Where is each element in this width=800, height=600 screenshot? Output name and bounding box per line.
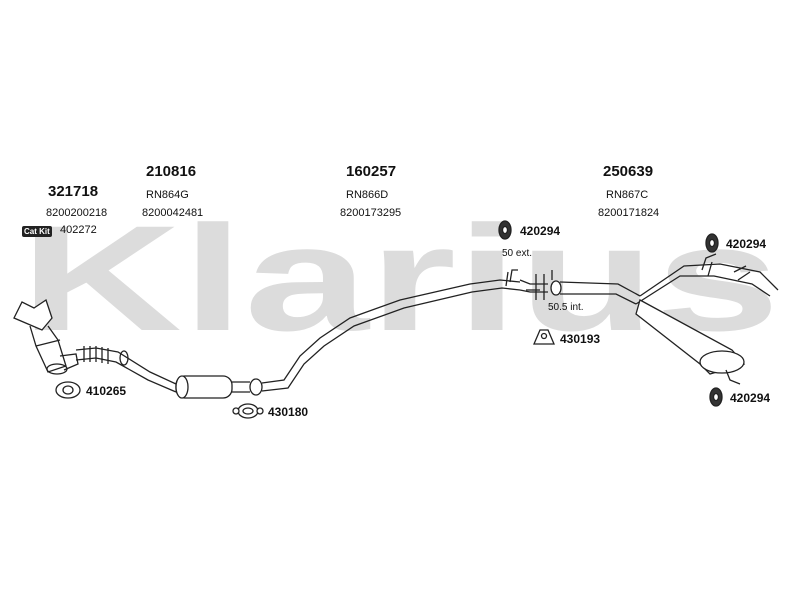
rubber-mount-icon: [709, 387, 723, 407]
part-number-250639[interactable]: 250639: [603, 163, 654, 180]
accessory-420294[interactable]: 420294: [730, 391, 771, 405]
part-number-160257[interactable]: 160257: [346, 163, 397, 180]
cat-kit-number[interactable]: 402272: [60, 224, 97, 236]
accessory-430180[interactable]: 430180: [268, 405, 309, 419]
accessory-420294[interactable]: 420294: [726, 237, 767, 251]
accessory-410265[interactable]: 410265: [86, 384, 127, 398]
int-dimension-label: 50.5 int.: [548, 302, 584, 313]
oe-reference: 8200200218: [46, 207, 108, 219]
oe-reference: 8200042481: [142, 207, 204, 219]
oe-reference: 8200171824: [598, 207, 660, 219]
centre-pipe-drawing: [261, 269, 548, 392]
joint-dimension-drawing: [526, 270, 553, 300]
model-code: RN867C: [606, 189, 649, 201]
gasket-icon: [55, 381, 81, 399]
centre-silencer-drawing: [175, 375, 263, 399]
rubber-mount-icon: [705, 233, 719, 253]
accessory-430193[interactable]: 430193: [560, 332, 601, 346]
part-number-321718[interactable]: 321718: [48, 183, 99, 200]
accessory-420294[interactable]: 420294: [520, 224, 561, 238]
clamp-icon: [232, 403, 264, 419]
ext-dimension-label: 50 ext.: [502, 248, 533, 259]
part-number-210816[interactable]: 210816: [146, 163, 197, 180]
model-code: RN866D: [346, 189, 389, 201]
catalytic-converter-drawing: [13, 298, 79, 375]
oe-reference: 8200173295: [340, 207, 402, 219]
front-pipe-drawing: [75, 346, 177, 393]
rear-silencer-drawing: [550, 253, 779, 385]
model-code: RN864G: [146, 189, 189, 201]
watermark-text: Klarius: [20, 194, 780, 362]
cat-kit-badge: Cat Kit: [22, 226, 52, 237]
rubber-mount-icon: [498, 220, 512, 240]
bracket-icon: [533, 329, 555, 345]
